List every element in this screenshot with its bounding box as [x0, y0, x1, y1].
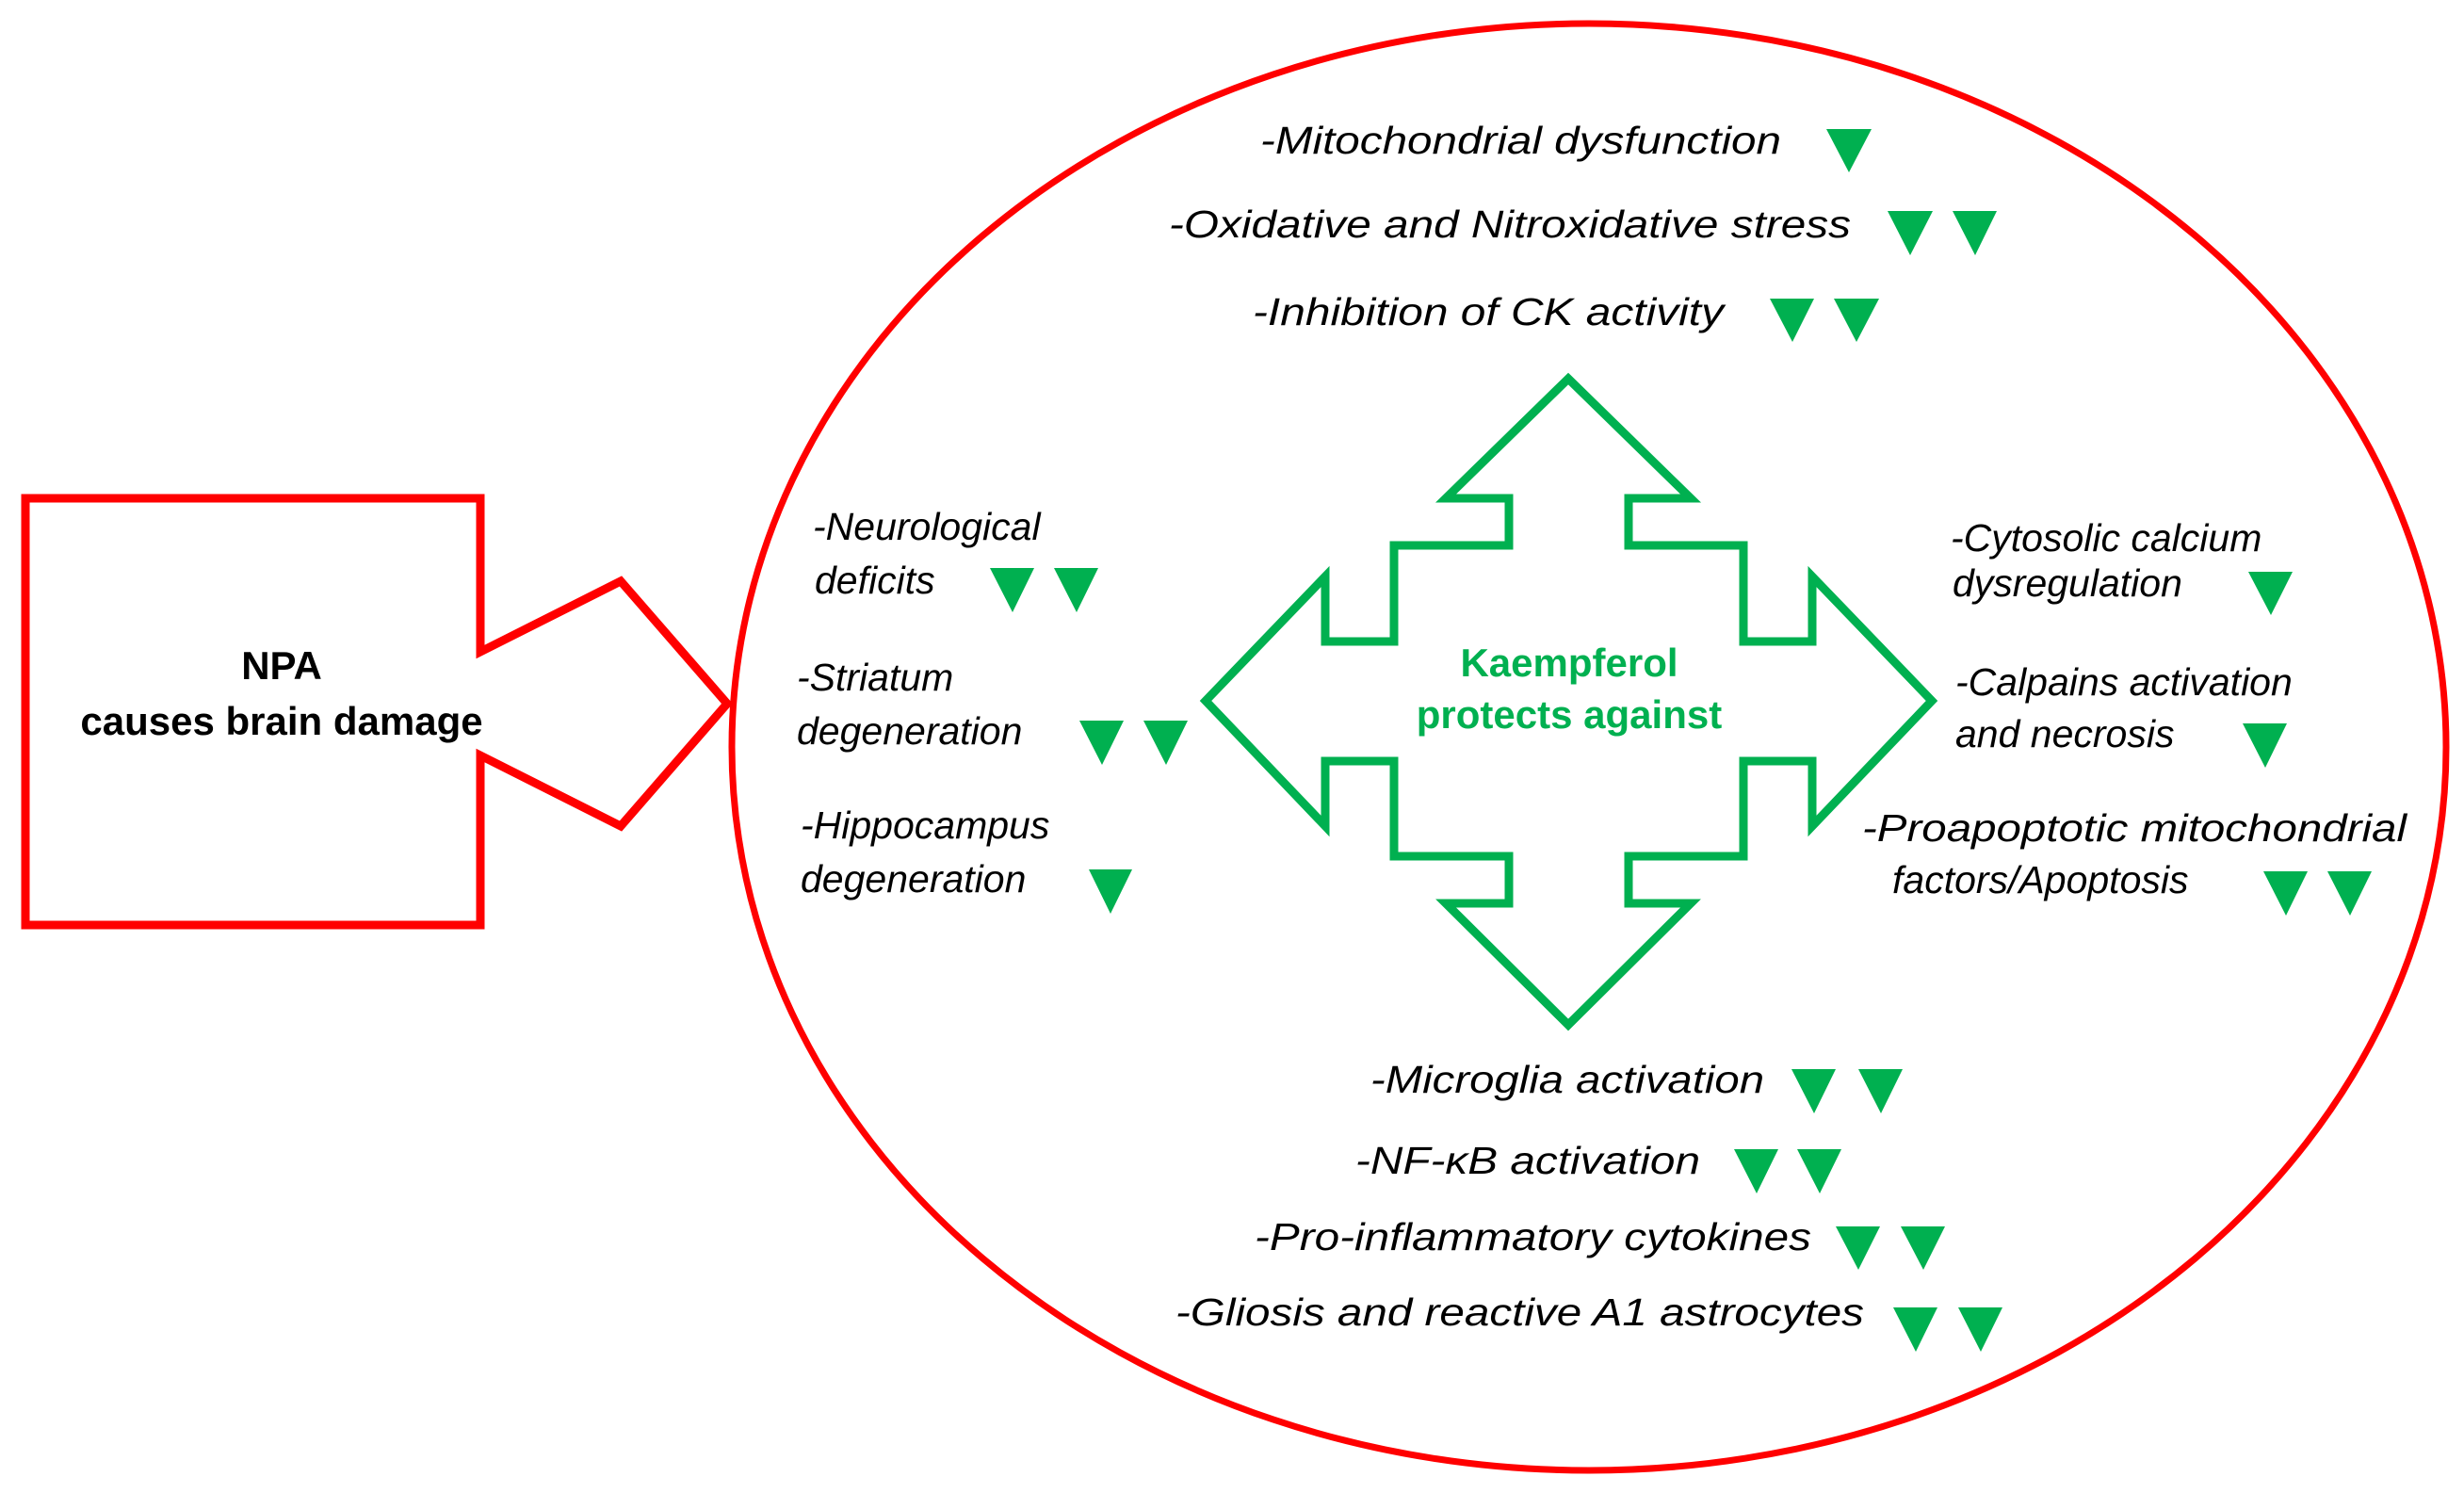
npa-label: NPA	[241, 643, 322, 688]
effect-label: -Calpains activation	[1955, 660, 2293, 704]
effect-label-cont: deficits	[815, 559, 935, 602]
effect-label: -Gliosis and reactive A1 astrocytes	[1175, 1290, 1864, 1334]
effect-label: -Microglia activation	[1370, 1058, 1764, 1101]
effect-label-cont: degeneration	[801, 857, 1026, 901]
effect-item: -Inhibition of CK activity	[1253, 290, 1879, 342]
effect-item: -Gliosis and reactive A1 astrocytes	[1175, 1290, 2002, 1352]
down-triangle-icon	[1901, 1226, 1945, 1270]
effect-label: -Striatum	[797, 656, 953, 699]
down-triangle-icon	[1826, 129, 1872, 172]
down-triangle-icon	[1858, 1069, 1903, 1113]
effect-label: -Oxidative and Nitroxidative stress	[1169, 203, 1851, 246]
effect-item: -Proapoptotic mitochondrial factors/Apop…	[1862, 806, 2408, 916]
kaempferol-label: Kaempferol	[1460, 641, 1678, 685]
right-effects-group: -Cytosolic calcium dysregulation -Calpai…	[1862, 516, 2408, 916]
effect-item: -Striatum degeneration	[797, 656, 1188, 765]
effect-item: -Mitochondrial dysfunction	[1260, 119, 1872, 172]
effect-item: -Calpains activation and necrosis	[1955, 660, 2293, 768]
effect-label-cont: factors/Apoptosis	[1892, 858, 2189, 901]
effect-label-cont: and necrosis	[1955, 712, 2174, 755]
npa-effect-label: causes brain damage	[80, 699, 482, 743]
down-triangle-icon	[1834, 299, 1879, 342]
left-effects-group: -Neurological deficits -Striatum degener…	[797, 505, 1188, 914]
effect-item: -Pro-inflammatory cytokines	[1255, 1215, 1945, 1270]
down-triangle-icon	[1054, 568, 1098, 612]
effect-label: -NF-κB activation	[1355, 1139, 1700, 1182]
down-triangle-icon	[2243, 723, 2287, 768]
effect-item: -Neurological deficits	[813, 505, 1098, 612]
effects-ellipse	[728, 20, 2450, 1474]
down-triangle-icon	[2327, 871, 2372, 916]
down-triangle-icon	[2263, 871, 2308, 916]
effect-label: -Hippocampus	[801, 803, 1049, 847]
down-triangle-icon	[1143, 721, 1188, 765]
effect-item: -Microglia activation	[1370, 1058, 1903, 1113]
effect-item: -Hippocampus degeneration	[801, 803, 1132, 914]
bottom-effects-group: -Microglia activation -NF-κB activation …	[1175, 1058, 2002, 1352]
down-triangle-icon	[1953, 211, 1997, 255]
kaempferol-four-way-arrow	[1199, 372, 1938, 1031]
down-triangle-icon	[1079, 721, 1124, 765]
down-triangle-icon	[1958, 1307, 2002, 1352]
down-triangle-icon	[1888, 211, 1933, 255]
npa-cause-arrow	[21, 494, 733, 930]
effect-label: -Inhibition of CK activity	[1253, 290, 1726, 333]
effect-item: -Cytosolic calcium dysregulation	[1951, 516, 2293, 615]
protects-against-label: protects against	[1417, 692, 1722, 737]
down-triangle-icon	[1734, 1149, 1778, 1193]
down-triangle-icon	[1089, 869, 1132, 914]
down-triangle-icon	[1893, 1307, 1937, 1352]
effect-label: -Neurological	[813, 505, 1042, 548]
down-triangle-icon	[1797, 1149, 1841, 1193]
down-triangle-icon	[1836, 1226, 1880, 1270]
effect-label: -Pro-inflammatory cytokines	[1255, 1215, 1811, 1258]
down-triangle-icon	[1770, 299, 1814, 342]
down-triangle-icon	[2248, 572, 2293, 615]
down-triangle-icon	[990, 568, 1034, 612]
effect-label: -Proapoptotic mitochondrial	[1862, 806, 2408, 850]
effect-label: -Mitochondrial dysfunction	[1260, 119, 1781, 162]
top-effects-group: -Mitochondrial dysfunction -Oxidative an…	[1169, 119, 1997, 342]
down-triangle-icon	[1791, 1069, 1836, 1113]
effect-label: -Cytosolic calcium	[1951, 516, 2261, 560]
effect-item: -NF-κB activation	[1355, 1139, 1841, 1193]
effect-item: -Oxidative and Nitroxidative stress	[1169, 203, 1997, 255]
effect-label-cont: dysregulation	[1953, 561, 2182, 605]
effect-label-cont: degeneration	[797, 709, 1022, 753]
